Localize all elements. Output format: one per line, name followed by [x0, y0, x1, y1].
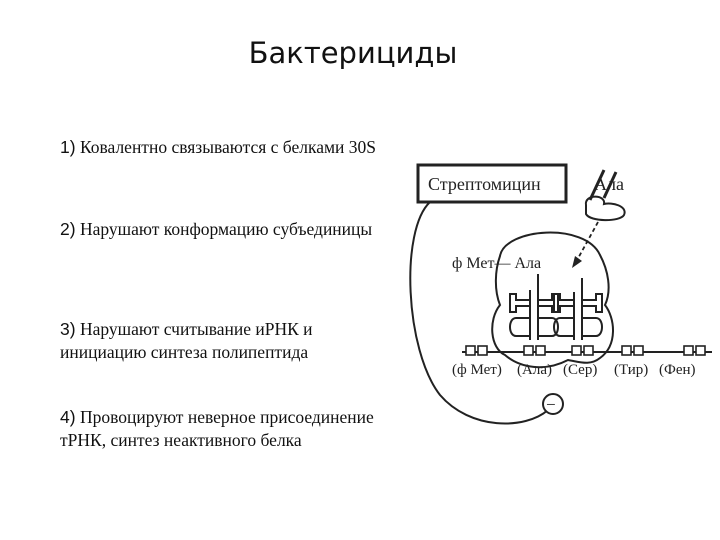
inhibition-sign: −: [546, 395, 556, 414]
item-text: Ковалентно связываются с белками 30S: [79, 137, 377, 157]
codon-label-4: (Тир): [614, 362, 648, 378]
entry-arrowhead: [572, 256, 582, 268]
codon-label-5: (Фен): [659, 362, 696, 378]
peptide-chain-label: ф Мет— Ала: [452, 255, 541, 272]
codon-label-3: (Сер): [563, 362, 597, 378]
list-item-1: 1) Ковалентно связываются с белками 30S: [60, 136, 395, 159]
ribosome-subunit: [491, 231, 614, 369]
streptomycin-link-line: [409, 201, 549, 425]
codon-label-1: (ф Мет): [452, 362, 502, 378]
list-item-2: 2) Нарушают конформацию субъединицы: [60, 218, 395, 241]
item-number: 4): [60, 407, 76, 427]
incoming-trna-shape: [584, 195, 626, 222]
streptomycin-label: Стрептомицин: [428, 174, 541, 194]
list-item-4: 4) Провоцируют неверное присоединение тР…: [60, 406, 395, 452]
item-number: 2): [60, 219, 76, 239]
list-item-3: 3) Нарушают считывание иРНК и инициацию …: [60, 318, 395, 364]
incoming-arrow-2: [602, 171, 618, 199]
streptomycin-box: [416, 163, 568, 204]
trna-left: [509, 274, 559, 340]
slide-title: Бактерициды: [248, 36, 458, 70]
item-number: 1): [60, 137, 76, 157]
item-text: Провоцируют неверное присоединение тРНК,…: [60, 407, 374, 450]
trna-right: [553, 278, 603, 340]
item-number: 3): [60, 319, 76, 339]
incoming-arrow-1: [588, 169, 606, 201]
codon-marks: [465, 345, 706, 356]
item-text: Нарушают конформацию субъединицы: [79, 219, 373, 239]
inhibition-icon: [542, 393, 564, 415]
item-text: Нарушают считывание иРНК и инициацию син…: [60, 319, 313, 362]
codon-label-2: (Ала): [517, 362, 552, 378]
